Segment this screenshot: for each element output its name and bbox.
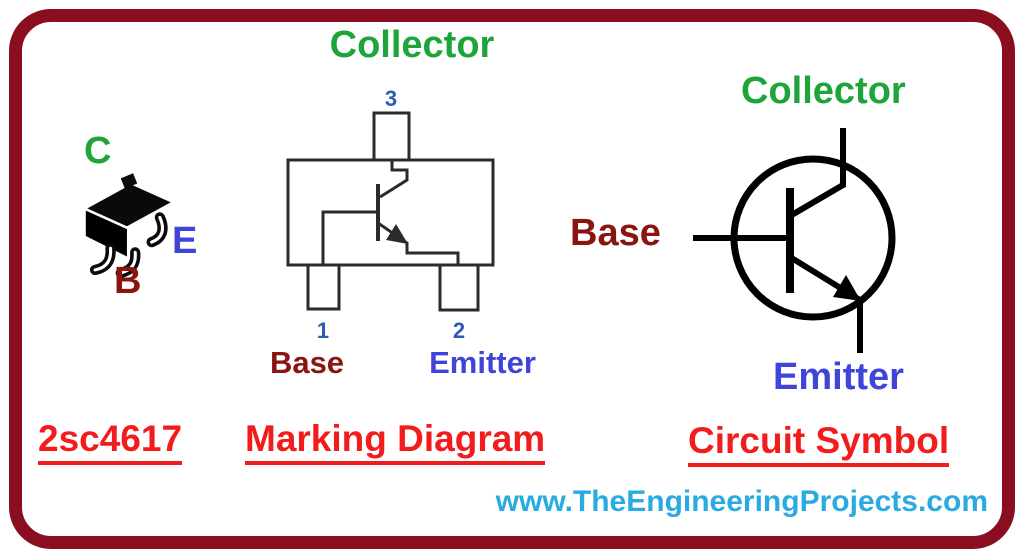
package-base-label: B	[114, 260, 142, 302]
package-edge-highlight	[85, 201, 173, 230]
pin-3-lead	[372, 111, 411, 160]
pin-2-number: 2	[453, 318, 465, 343]
package-back-pin	[120, 173, 138, 189]
symbol-emitter-arrow	[833, 275, 861, 301]
marking-emitter-label: Emitter	[429, 345, 536, 380]
marking-diagram-caption: Marking Diagram	[245, 418, 546, 465]
marking-diagram: 3 1 2	[286, 86, 495, 343]
package-emitter-label: E	[172, 220, 198, 262]
circuit-collector-label: Collector	[741, 70, 906, 112]
package-top-face	[85, 184, 173, 228]
circuit-emitter-label: Emitter	[773, 356, 904, 398]
package-body-outline	[286, 158, 495, 267]
marking-collector-label: Collector	[329, 24, 495, 66]
npn-circuit-symbol	[693, 128, 896, 353]
circuit-base-label: Base	[570, 212, 661, 254]
internal-collector-trace	[379, 160, 409, 199]
pin-3-number: 3	[385, 86, 397, 111]
internal-emitter-arrow	[386, 224, 408, 244]
pin-1-number: 1	[317, 318, 329, 343]
marking-base-label: Base	[269, 345, 345, 380]
sot23-package-image	[85, 173, 173, 279]
pin-1-lead	[306, 265, 341, 311]
package-collector-label: C	[84, 130, 112, 172]
internal-base-trace	[321, 210, 378, 265]
internal-emitter-trace	[377, 221, 460, 265]
part-number-caption: 2sc4617	[38, 418, 183, 465]
symbol-collector-lead	[788, 128, 846, 219]
website-link[interactable]: www.TheEngineeringProjects.com	[495, 485, 988, 518]
circuit-symbol-caption: Circuit Symbol	[688, 420, 950, 467]
pin-2-lead	[438, 265, 480, 312]
package-front-face	[85, 209, 127, 257]
